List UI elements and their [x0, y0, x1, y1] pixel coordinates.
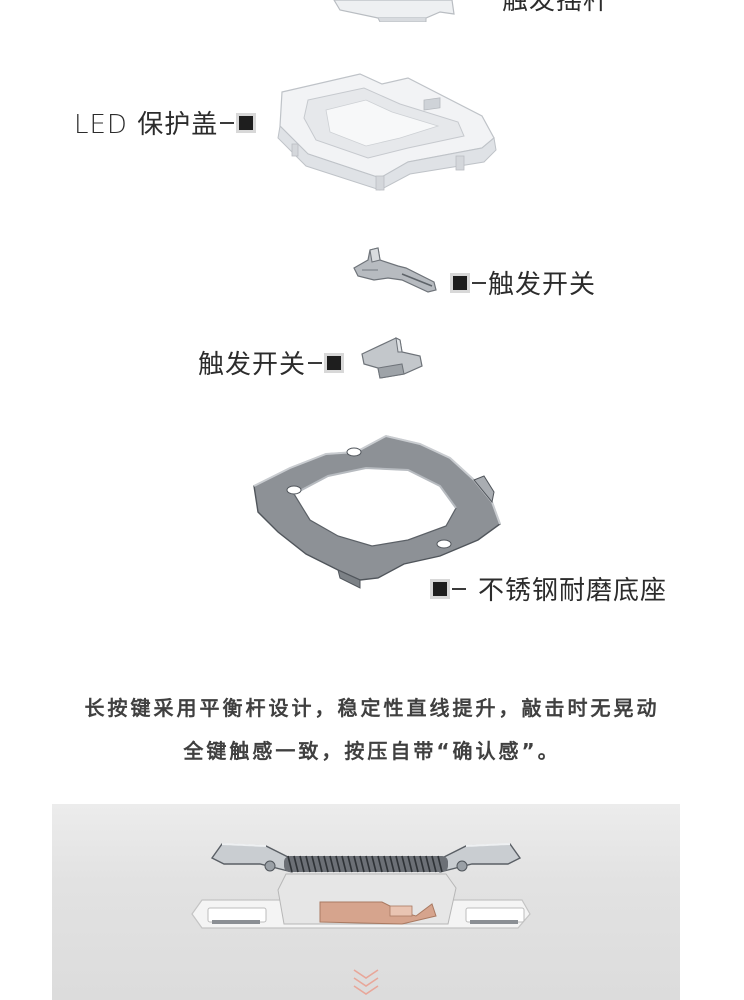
- stabilizer-illustration: [191, 843, 531, 995]
- callout-trigger-switch-left: 触发开关: [198, 344, 345, 381]
- callout-line: [308, 361, 323, 364]
- label-trigger-switch-right: 触发开关: [488, 270, 597, 300]
- description-line-1: 长按键采用平衡杆设计，稳定性直线提升，敲击时无晃动: [84, 696, 660, 720]
- stainless-steel-base-image: [248, 428, 508, 590]
- top-partial-part-image: [330, 0, 470, 22]
- trigger-switch-clip-image: [356, 334, 426, 384]
- label-trigger-switch-left: 触发开关: [198, 350, 307, 380]
- label-led-cover: LED 保护盖: [74, 110, 219, 140]
- callout-trigger-switch-right: 触发开关: [450, 264, 596, 301]
- callout-marker-square-icon: [430, 578, 450, 599]
- callout-marker-square-icon: [236, 112, 257, 133]
- led-cover-image: [268, 66, 504, 194]
- callout-steel-base: 不锈钢耐磨底座: [430, 570, 667, 607]
- label-steel-base: 不锈钢耐磨底座: [478, 576, 668, 606]
- trigger-switch-spring-image: [348, 246, 440, 296]
- callout-marker-square-icon: [450, 272, 470, 293]
- callout-line: [472, 281, 486, 284]
- callout-line: [452, 587, 466, 590]
- callout-top-partial: 触发摇杆: [472, 0, 610, 17]
- callout-led-cover: LED 保护盖: [74, 104, 257, 141]
- callout-line: [220, 121, 235, 124]
- label-top-partial: 触发摇杆: [502, 0, 611, 16]
- description-line-2: 全键触感一致，按压自带“确认感”。: [183, 739, 561, 763]
- stabilizer-photo-panel: [52, 804, 680, 1000]
- down-chevrons-icon: [353, 969, 379, 995]
- callout-marker-square-icon: [324, 352, 345, 373]
- spring-coil: [284, 855, 448, 873]
